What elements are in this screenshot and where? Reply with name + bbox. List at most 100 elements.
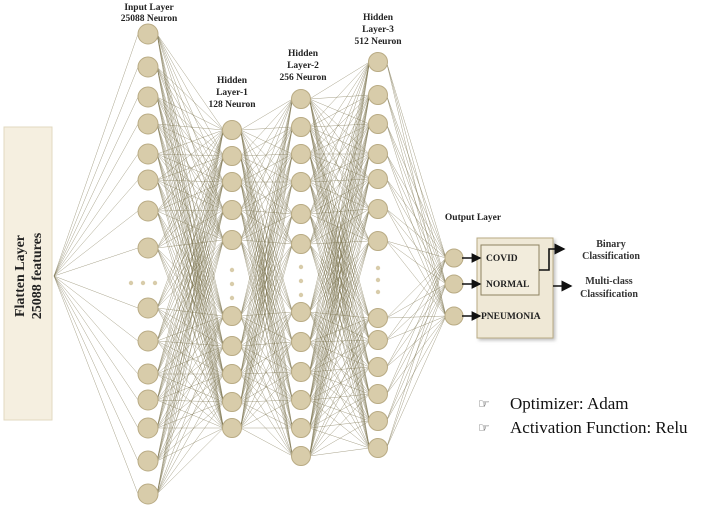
layer-connection (309, 94, 370, 373)
layer-connection (156, 66, 224, 183)
layer-connection (156, 153, 224, 241)
layer-connection (309, 366, 370, 373)
layer-connection (156, 181, 224, 342)
layer-connection (309, 393, 370, 457)
layer-connection (240, 209, 293, 313)
layer-connection (240, 311, 293, 375)
layer-connection (240, 181, 293, 241)
flatten-connection (53, 96, 139, 277)
input-neuron (137, 56, 159, 78)
layer-connection (386, 153, 447, 285)
multiclass-label-2: Classification (580, 289, 638, 300)
h2-neuron (291, 204, 311, 224)
flatten-layer-title: Flatten Layer (13, 235, 28, 317)
layer-connection (386, 123, 447, 259)
layer-connection (156, 153, 224, 347)
hidden-layer-3-label: Hidden (363, 13, 394, 23)
h2-neuron (291, 89, 311, 109)
layer-connection (156, 155, 224, 429)
layer-connection (386, 94, 447, 285)
layer-connection (240, 315, 293, 457)
layer-connection (156, 179, 224, 375)
layer-connection (309, 393, 370, 401)
flatten-connection (53, 33, 139, 277)
h2-neuron (291, 418, 311, 438)
layer-connection (386, 153, 447, 259)
input-neuron (137, 389, 159, 411)
binary-label-2: Classification (582, 251, 640, 262)
layer-connection (386, 94, 447, 259)
notes: ☞ Optimizer: Adam ☞ Activation Function:… (478, 394, 688, 437)
layer-connection (156, 123, 224, 131)
h1-neuron (222, 392, 242, 412)
layer-connection (156, 315, 224, 342)
h2-neuron (291, 144, 311, 164)
layer-connection (156, 155, 224, 181)
input-neuron (137, 297, 159, 319)
layer-connection (386, 315, 447, 449)
hidden-layer-2-label-2: Layer-2 (287, 61, 319, 71)
flatten-layer: Flatten Layer 25088 features (3, 126, 53, 421)
ellipsis-dot (128, 280, 134, 286)
layer-connection (156, 129, 224, 401)
ellipsis-dot (229, 281, 235, 287)
layer-connection (156, 123, 224, 429)
layer-connection (309, 94, 370, 429)
layer-connection (156, 129, 224, 375)
layer-connection (309, 61, 370, 128)
layer-connection (309, 366, 370, 457)
flatten-connection (53, 275, 139, 401)
hidden-layer-1-label: Hidden (217, 76, 248, 86)
layer-connection (309, 181, 370, 395)
layer-connection (156, 155, 224, 342)
layer-connection (156, 209, 224, 212)
layer-connection (240, 239, 293, 313)
layer-connection (309, 123, 370, 457)
hidden-layer-3-neurons: 512 Neuron (354, 37, 402, 47)
layer-connection (309, 178, 370, 429)
layer-connection (386, 153, 447, 317)
layer-connection (309, 61, 370, 100)
layer-connection (309, 61, 370, 401)
layer-connection (309, 126, 370, 319)
layer-connection (156, 129, 224, 155)
optimizer-note: Optimizer: Adam (510, 394, 629, 413)
layer-connection (309, 420, 370, 429)
layer-connection (386, 315, 447, 395)
layer-connection (156, 33, 224, 429)
layer-connection (309, 393, 370, 429)
layer-connection (156, 155, 224, 495)
layer-connection (156, 33, 224, 131)
layer-connection (309, 366, 370, 429)
input-neuron (137, 330, 159, 352)
hidden-layer-3-label-2: Layer-3 (362, 25, 394, 35)
layer-connection (240, 213, 293, 347)
layer-connection (156, 96, 224, 157)
hidden-layer-1-neurons: 128 Neuron (208, 100, 256, 110)
layer-connection (386, 315, 447, 422)
layer-connection (309, 94, 370, 100)
layer-connection (240, 98, 293, 375)
layer-connection (156, 247, 224, 317)
layer-connection (240, 209, 293, 429)
binary-label: Binary (596, 239, 625, 250)
layer-connection (386, 240, 447, 317)
layer-connection (386, 61, 447, 259)
ellipsis-dot (152, 280, 158, 286)
layer-connection (156, 239, 224, 429)
layer-connection (309, 153, 370, 183)
flatten-connection (53, 123, 139, 277)
layer-connection (240, 311, 293, 317)
layer-connection (309, 213, 370, 319)
layer-connection (240, 427, 293, 457)
layer-connection (386, 178, 447, 259)
input-neuron (137, 143, 159, 165)
layer-connection (156, 129, 224, 495)
layer-connection (156, 123, 224, 183)
h1-neuron (222, 172, 242, 192)
layer-connection (309, 61, 370, 429)
layer-connection (156, 181, 224, 309)
layer-connection (309, 341, 370, 368)
layer-connection (386, 94, 447, 317)
layer-connection (309, 243, 370, 319)
